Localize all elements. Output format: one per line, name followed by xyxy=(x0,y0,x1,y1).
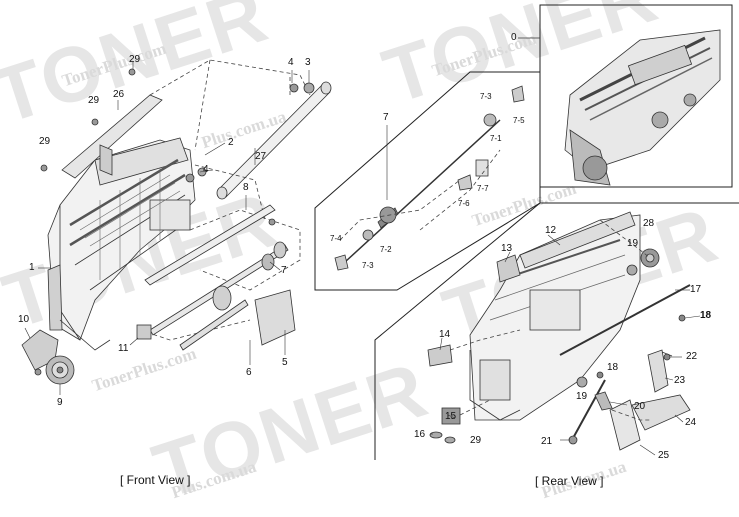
bracket-13 xyxy=(496,254,521,283)
callout-7-3: 7-3 xyxy=(362,261,374,270)
callout-13: 13 xyxy=(501,243,513,254)
shaft-8 xyxy=(144,204,276,286)
callout-7-4: 7-4 xyxy=(330,234,342,243)
callout-22: 22 xyxy=(686,351,698,362)
callout-21: 21 xyxy=(541,436,553,447)
bracket-23 xyxy=(647,349,669,393)
cover-26 xyxy=(61,94,163,179)
callout-7-2: 7-2 xyxy=(380,245,392,254)
motor-10 xyxy=(21,329,59,371)
callout-2: 2 xyxy=(228,137,234,148)
assembly-photo xyxy=(564,29,721,186)
rear-view-frame xyxy=(374,202,739,460)
bushing-3 xyxy=(303,82,315,94)
callout-18: 18 xyxy=(700,310,712,321)
diagram-drawing xyxy=(21,4,739,460)
screw-29 xyxy=(128,68,136,76)
callout-5: 5 xyxy=(282,357,288,368)
callout-4: 4 xyxy=(288,57,294,68)
callout-25: 25 xyxy=(658,450,670,461)
rear-main-frame xyxy=(469,211,641,421)
callout-3: 3 xyxy=(305,57,311,68)
bracket-14 xyxy=(427,344,453,367)
detail-7-frame xyxy=(314,71,541,291)
bracket-5 xyxy=(254,289,296,346)
roller-27 xyxy=(217,84,331,198)
callout-7: 7 xyxy=(281,265,287,276)
callout-7-3: 7-3 xyxy=(480,92,492,101)
front-view-caption: [ Front View ] xyxy=(120,473,191,487)
callout-28: 28 xyxy=(643,218,655,229)
cover-24 xyxy=(631,394,691,431)
callout-7-1: 7-1 xyxy=(490,134,502,143)
shaft-17 xyxy=(559,284,691,356)
callout-10: 10 xyxy=(18,314,30,325)
callout-12: 12 xyxy=(545,225,557,236)
rear-view-caption: [ Rear View ] xyxy=(535,474,604,488)
callout-19: 19 xyxy=(576,391,588,402)
callout-15: 15 xyxy=(445,411,457,422)
callout-7-7: 7-7 xyxy=(477,184,489,193)
callout-4-small: 4 xyxy=(203,164,209,175)
callout-7-6: 7-6 xyxy=(458,199,470,208)
callout-17: 17 xyxy=(690,284,702,295)
callout-20: 20 xyxy=(634,401,646,412)
bracket-25 xyxy=(609,399,641,451)
callout-29: 29 xyxy=(39,136,51,147)
callout-1: 1 xyxy=(29,262,35,273)
clip-7-5 xyxy=(511,85,525,103)
bushing-7-3 xyxy=(483,113,497,127)
roller-7-7 xyxy=(475,159,489,177)
callout-29: 29 xyxy=(88,95,100,106)
clip-7-6 xyxy=(457,174,473,191)
callout-11: 11 xyxy=(118,343,129,354)
screw-29 xyxy=(40,164,48,172)
spring-4 xyxy=(289,83,299,93)
clip-11 xyxy=(136,324,152,340)
callout-29: 29 xyxy=(129,54,141,65)
callout-8: 8 xyxy=(243,182,249,193)
callout-14: 14 xyxy=(439,329,451,340)
roller-6 xyxy=(179,299,249,351)
callout-27: 27 xyxy=(255,151,267,162)
callout-26: 26 xyxy=(113,89,125,100)
callout-16: 16 xyxy=(414,429,426,440)
callout-7-5: 7-5 xyxy=(513,116,525,125)
callout-29: 29 xyxy=(470,435,482,446)
bushing-7-3 xyxy=(362,229,374,241)
callout-9: 9 xyxy=(57,397,63,408)
callout-24: 24 xyxy=(685,417,697,428)
screw-29 xyxy=(91,118,99,126)
callout-19: 19 xyxy=(627,238,639,249)
clip-7-4 xyxy=(334,254,349,271)
callout-7: 7 xyxy=(383,112,389,123)
callout-6: 6 xyxy=(246,367,252,378)
callout-18: 18 xyxy=(607,362,619,373)
callout-0: 0 xyxy=(511,32,517,43)
part-20 xyxy=(594,391,613,411)
callout-23: 23 xyxy=(674,375,686,386)
